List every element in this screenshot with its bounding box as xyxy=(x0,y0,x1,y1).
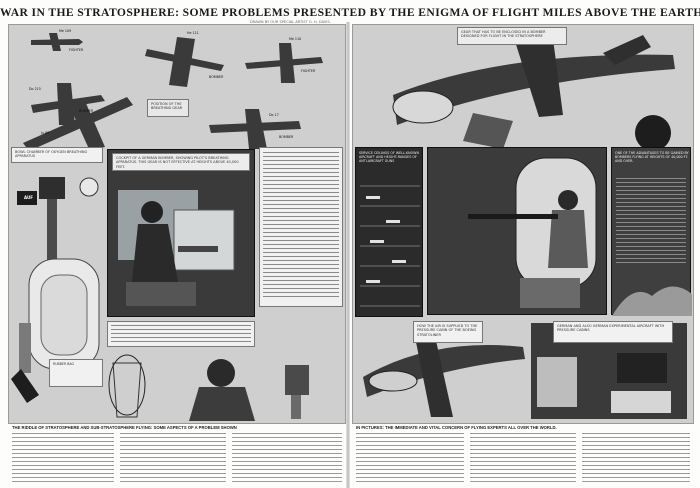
left-caption: THE RIDDLE OF STRATOSPHERE AND SUB-STRAT… xyxy=(12,425,237,430)
aircraft-label: Me 109 xyxy=(59,29,72,33)
plane-note: GEAR THAT HAS TO BE ENCLOSED IN A BOMBER… xyxy=(457,27,567,45)
advantage-panel: ONE OF THE ADVANTAGES TO BE GAINED BY BO… xyxy=(611,147,692,316)
right-illustration-panel: GEAR THAT HAS TO BE ENCLOSED IN A BOMBER… xyxy=(352,24,694,424)
article-column xyxy=(470,433,576,485)
byline: DRAWN BY OUR SPECIAL ARTIST G. H. DAVIS. xyxy=(250,20,331,24)
aircraft-role: BOMBER xyxy=(79,109,94,113)
aircraft-label: He 111 xyxy=(187,31,199,35)
left-illustration-panel: Me 109 FIGHTER He 111 BOMBER Me 110 FIGH… xyxy=(8,24,346,424)
pressure-note: HOW THE AIR IS SUPPLIED TO THE PRESSURE … xyxy=(413,321,483,343)
page-title: WAR IN THE STRATOSPHERE: SOME PROBLEMS P… xyxy=(0,6,700,19)
aircraft-label: Me 110 xyxy=(289,37,302,41)
aircraft-role: FIGHTER xyxy=(69,48,84,52)
gunner-note: ONE OF THE ADVANTAGES TO BE GAINED BY BO… xyxy=(615,151,689,163)
aircraft-role: BOMBER xyxy=(209,75,224,79)
bottom-figures xyxy=(108,354,309,421)
cabin-note: GERMAN AND ALSO GERMAN EXPERIMENTAL AIRC… xyxy=(553,321,673,343)
left-text-column xyxy=(259,147,343,307)
article-column xyxy=(120,433,226,485)
article-column xyxy=(12,433,114,485)
bag-note: RUBBER BAG xyxy=(49,359,103,387)
position-note: POSITION OF THE BREATHING GEAR xyxy=(147,99,189,117)
service-ceiling-title: SERVICE CEILINGS OF WELL-KNOWN AIRCRAFT … xyxy=(359,151,419,163)
auf-label: AUF xyxy=(23,195,34,200)
aircraft-label: Do 215 xyxy=(29,87,41,91)
breathing-note-box xyxy=(107,321,255,347)
gunner-illustration xyxy=(427,147,607,315)
aircraft-role: BOMBER xyxy=(279,135,294,139)
aircraft-label: Ju 88 xyxy=(41,131,50,135)
right-caption: IN PICTURES: THE IMMEDIATE AND VITAL CON… xyxy=(356,425,557,430)
aircraft-role: FIGHTER xyxy=(301,69,316,73)
tank-label: BOWL CHAMBER OF OXYGEN BREATHING APPARAT… xyxy=(11,147,103,163)
cockpit-caption: COCKPIT OF A GERMAN BOMBER, SHOWING PILO… xyxy=(112,153,250,171)
page-gutter xyxy=(346,22,350,488)
article-column xyxy=(582,433,690,485)
article-column xyxy=(232,433,342,485)
aircraft-label: Do 17 xyxy=(269,113,279,117)
cockpit-illustration: COCKPIT OF A GERMAN BOMBER, SHOWING PILO… xyxy=(107,149,255,317)
article-column xyxy=(356,433,464,485)
aircraft-silhouettes xyxy=(23,33,323,150)
service-ceiling-panel: SERVICE CEILINGS OF WELL-KNOWN AIRCRAFT … xyxy=(355,147,423,317)
stratosphere-bomber-diagram xyxy=(392,35,675,151)
